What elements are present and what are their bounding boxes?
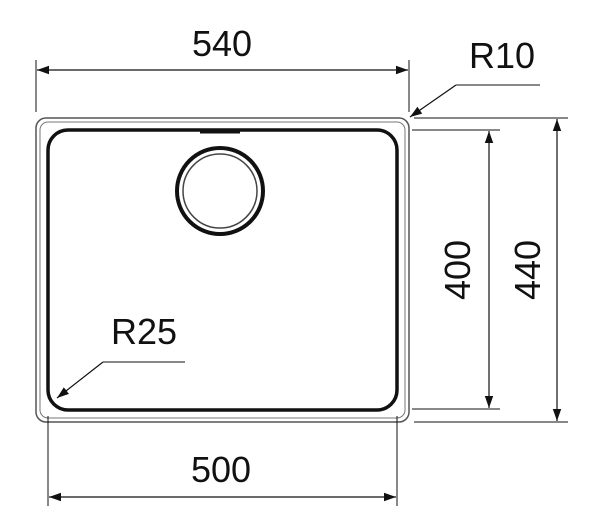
outer-outline [35, 117, 410, 423]
outer-outline-inner [39, 121, 406, 419]
inner-height-label: 400 [437, 240, 478, 300]
outer-height-label: 440 [507, 240, 548, 300]
bowl-outline [46, 128, 399, 412]
drain-inner-circle [182, 153, 258, 229]
outer-width-label: 540 [192, 23, 252, 64]
inner-width-label: 500 [191, 449, 251, 490]
r10-leader-arrow [409, 84, 457, 118]
drain-outer-circle [175, 146, 265, 236]
inner-radius-label: R25 [111, 311, 177, 352]
r25-leader-arrow [56, 361, 104, 399]
outer-radius-label: R10 [469, 35, 535, 76]
